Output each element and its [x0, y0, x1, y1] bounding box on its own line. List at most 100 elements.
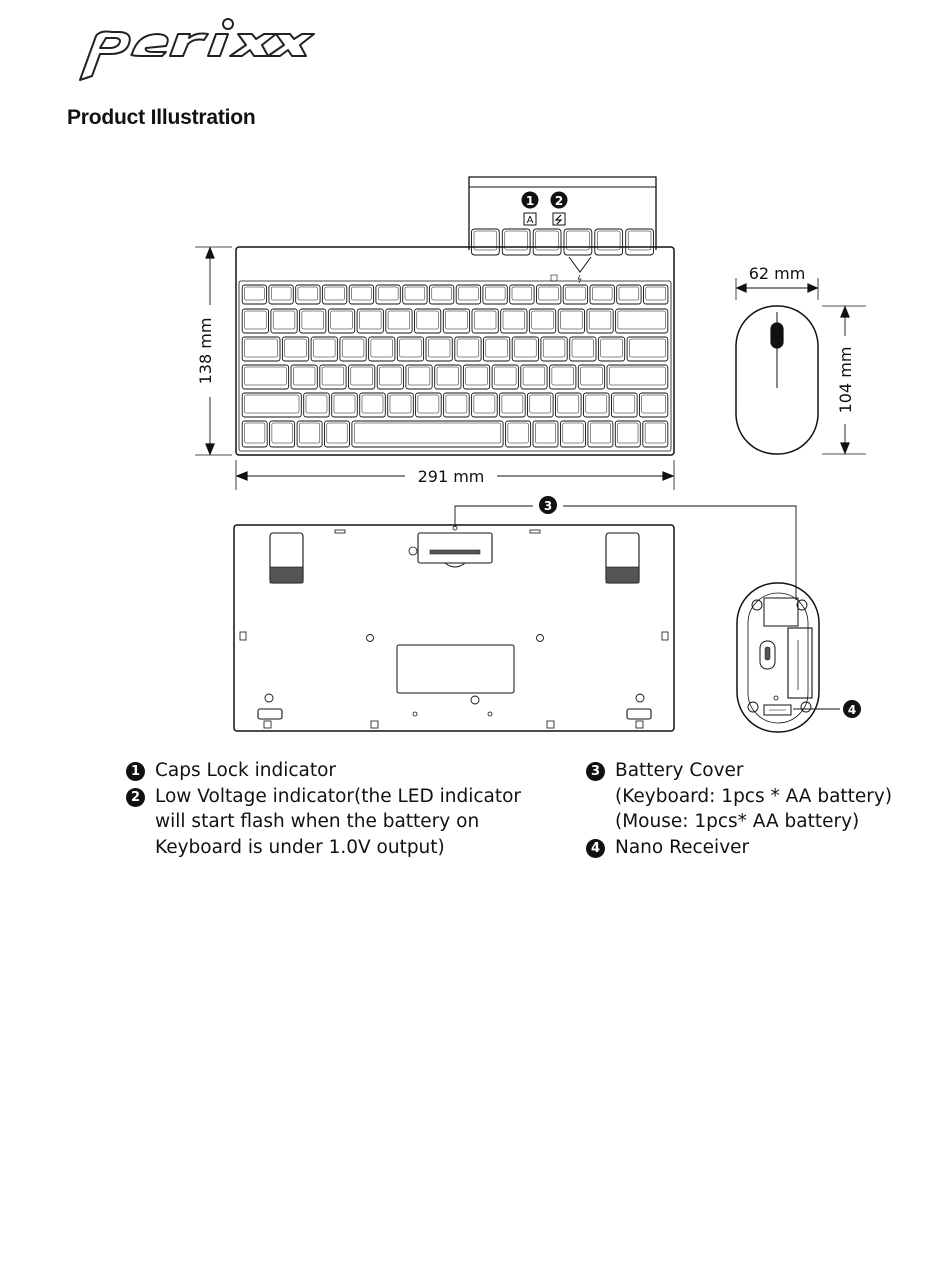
- keyboard-key-face: [614, 395, 635, 413]
- keyboard-key-face: [352, 287, 372, 300]
- callout-1: 1: [522, 192, 539, 209]
- keyboard-key: [406, 365, 432, 389]
- legend-number: 2: [126, 788, 145, 807]
- keyboard-top-view: A: [236, 177, 674, 455]
- keyboard-key: [612, 393, 638, 417]
- keyboard-key-face: [351, 367, 373, 385]
- keyboard-key: [558, 309, 584, 333]
- keyboard-key-face: [552, 367, 574, 385]
- keyboard-key: [492, 365, 518, 389]
- legend-left: 1 Caps Lock indicator 2 Low Voltage indi…: [126, 758, 521, 860]
- keyboard-key-face: [532, 311, 554, 329]
- keyboard-key: [607, 365, 668, 389]
- keyboard-key: [360, 393, 386, 417]
- keyboard-key: [500, 393, 526, 417]
- keyboard-key-face: [646, 287, 666, 300]
- keyboard-key: [376, 285, 400, 304]
- svg-text:2: 2: [555, 194, 563, 208]
- svg-text:1: 1: [526, 194, 534, 208]
- keyboard-key-face: [586, 395, 607, 413]
- keyboard-key-face: [306, 395, 327, 413]
- legend-text: (Keyboard: 1pcs * AA battery): [615, 784, 892, 810]
- keyboard-key-face: [362, 395, 383, 413]
- dim-mouse-width: 62 mm: [749, 264, 806, 283]
- keyboard-key-face: [334, 395, 355, 413]
- keyboard-key: [598, 337, 624, 361]
- keyboard-key: [403, 285, 427, 304]
- keyboard-key: [455, 337, 481, 361]
- zoom-key: [595, 229, 623, 255]
- keyboard-key-face: [273, 311, 295, 329]
- keyboard-key: [296, 285, 320, 304]
- keyboard-key: [415, 309, 441, 333]
- keyboard-key: [349, 365, 375, 389]
- keyboard-key-face: [523, 367, 545, 385]
- low-battery-icon: [553, 213, 565, 225]
- keyboard-key-face: [485, 287, 505, 300]
- svg-text:4: 4: [848, 703, 856, 717]
- keyboard-key-face: [418, 395, 439, 413]
- keyboard-key: [242, 365, 288, 389]
- keyboard-key-face: [405, 287, 425, 300]
- zoom-key: [626, 229, 654, 255]
- keyboard-key: [587, 309, 613, 333]
- keyboard-key: [242, 309, 268, 333]
- keyboard-key: [386, 309, 412, 333]
- legend-text: (Mouse: 1pcs* AA battery): [615, 809, 892, 835]
- callout-2: 2: [551, 192, 568, 209]
- mouse-bottom-view: [737, 583, 819, 732]
- keyboard-key: [311, 337, 337, 361]
- keyboard-key: [639, 393, 667, 417]
- keyboard-key: [357, 309, 383, 333]
- keyboard-key-face: [342, 339, 364, 357]
- keyboard-key-face: [245, 423, 265, 443]
- keyboard-key-face: [645, 423, 665, 443]
- keyboard-key: [416, 393, 442, 417]
- legend-item-nano-receiver: 4 Nano Receiver: [586, 835, 892, 861]
- keyboard-key: [349, 285, 373, 304]
- keyboard-key-face: [474, 311, 496, 329]
- keyboard-key-face: [359, 311, 381, 329]
- keyboard-key: [578, 365, 604, 389]
- keyboard-key-face: [618, 423, 638, 443]
- keyboard-key: [463, 365, 489, 389]
- keyboard-key-face: [618, 311, 666, 329]
- keyboard-key-face: [245, 367, 287, 385]
- mouse-top-view: [736, 306, 818, 454]
- keyboard-key: [590, 285, 614, 304]
- keyboard-key-face: [417, 311, 439, 329]
- keyboard-key: [556, 393, 582, 417]
- keyboard-key-face: [245, 395, 300, 413]
- keyboard-key-face: [298, 287, 318, 300]
- legend-number: 1: [126, 762, 145, 781]
- keyboard-key-face: [512, 287, 532, 300]
- legend-item-caps-lock: 1 Caps Lock indicator: [126, 758, 521, 784]
- keyboard-battery-cover: [418, 533, 492, 563]
- keyboard-key-face: [380, 367, 402, 385]
- keyboard-key-face: [609, 367, 665, 385]
- keyboard-key-face: [371, 339, 393, 357]
- keyboard-keys: [242, 285, 668, 447]
- keyboard-key-face: [390, 395, 411, 413]
- keyboard-key: [291, 365, 317, 389]
- zoom-key: [502, 229, 530, 255]
- keyboard-key: [322, 285, 346, 304]
- keyboard-key-face: [285, 339, 307, 357]
- keyboard-key: [242, 393, 301, 417]
- keyboard-key-face: [245, 339, 278, 357]
- legend-text: Battery Cover: [615, 758, 892, 784]
- keyboard-key-face: [302, 311, 324, 329]
- zoom-key: [564, 229, 592, 255]
- keyboard-key-face: [271, 287, 291, 300]
- keyboard-key: [388, 393, 414, 417]
- keyboard-key: [483, 285, 507, 304]
- keyboard-key: [529, 309, 555, 333]
- keyboard-key-face: [437, 367, 459, 385]
- dim-mouse-length: 104 mm: [836, 347, 855, 414]
- keyboard-bottom-view: [234, 525, 674, 731]
- keyboard-key-face: [474, 395, 495, 413]
- keyboard-key-face: [566, 287, 586, 300]
- keyboard-key-face: [322, 367, 344, 385]
- keyboard-key: [570, 337, 596, 361]
- legend-item-low-voltage: 2 Low Voltage indicator(the LED indicato…: [126, 784, 521, 861]
